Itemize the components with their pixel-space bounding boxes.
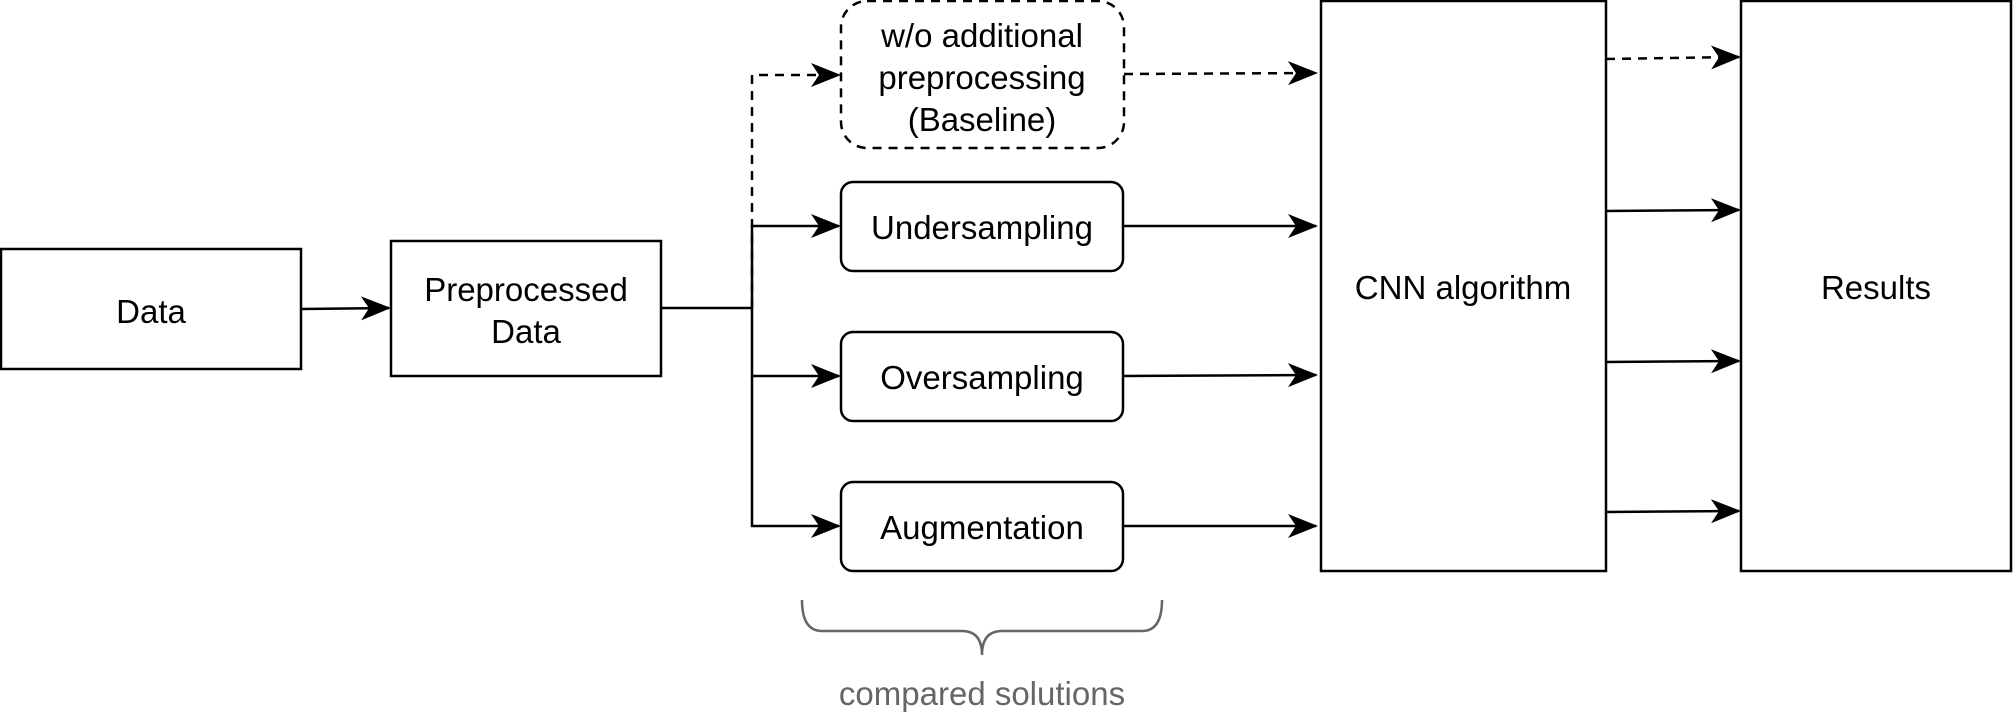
node-preprocessed-data-label-line-1: Preprocessed xyxy=(424,271,628,308)
node-data: Data xyxy=(0,247,303,371)
node-baseline: w/o additional preprocessing (Baseline) xyxy=(839,0,1126,150)
node-cnn-algorithm: CNN algorithm xyxy=(1319,0,1608,573)
arrow-oversampling-to-cnn xyxy=(1122,363,1318,388)
node-undersampling: Undersampling xyxy=(839,180,1125,273)
node-oversampling-label: Oversampling xyxy=(880,359,1084,396)
node-preprocessed-data-box xyxy=(389,239,663,378)
arrow-cnn-to-results-baseline xyxy=(1605,45,1741,70)
arrow-data-to-preprocessed xyxy=(300,296,391,321)
node-augmentation: Augmentation xyxy=(839,480,1125,573)
node-oversampling-box xyxy=(839,330,1125,423)
curly-brace xyxy=(800,599,1164,656)
arrow-cnn-to-results-oversampling xyxy=(1605,349,1741,374)
node-preprocessed-data: Preprocessed Data xyxy=(389,239,663,378)
node-undersampling-label: Undersampling xyxy=(871,209,1093,246)
node-baseline-box xyxy=(839,0,1126,150)
arrow-baseline-to-cnn xyxy=(1123,61,1318,86)
node-baseline-label-line-1: w/o additional xyxy=(880,17,1083,54)
node-baseline-label-line-3: (Baseline) xyxy=(908,101,1057,138)
node-cnn-algorithm-label: CNN algorithm xyxy=(1355,269,1571,306)
arrow-cnn-to-results-augmentation xyxy=(1605,499,1741,524)
arrow-split-to-undersampling xyxy=(750,214,841,308)
node-data-box xyxy=(0,247,303,371)
node-oversampling: Oversampling xyxy=(839,330,1125,423)
arrow-split-to-augmentation xyxy=(750,376,841,538)
node-results: Results xyxy=(1739,0,2013,573)
node-results-label: Results xyxy=(1821,269,1931,306)
node-baseline-label-line-2: preprocessing xyxy=(878,59,1085,96)
compared-solutions-label: compared solutions xyxy=(839,675,1125,712)
node-cnn-algorithm-box xyxy=(1319,0,1608,573)
arrow-split-to-oversampling xyxy=(750,308,841,388)
arrow-cnn-to-results-undersampling xyxy=(1605,198,1741,223)
node-results-box xyxy=(1739,0,2013,573)
node-augmentation-label: Augmentation xyxy=(880,509,1084,546)
arrow-split-to-baseline xyxy=(750,63,841,308)
node-data-label: Data xyxy=(116,293,186,330)
node-preprocessed-data-label-line-2: Data xyxy=(491,313,561,350)
